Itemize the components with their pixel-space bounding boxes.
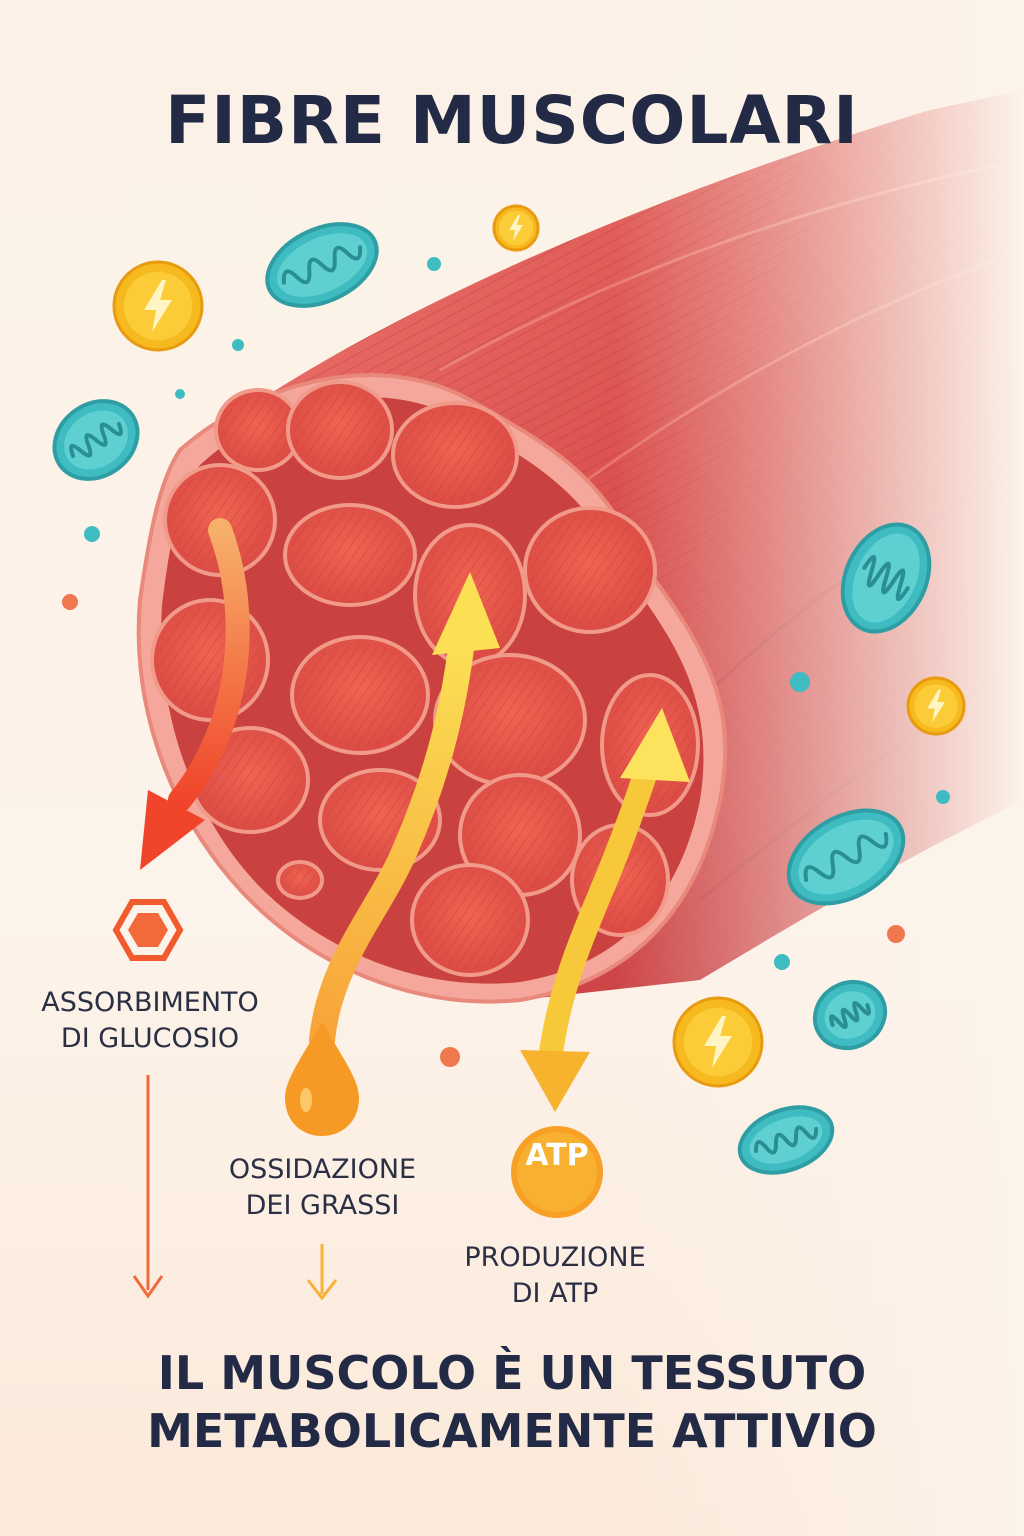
hexagon-glucose-icon bbox=[112, 899, 184, 961]
glucose-label-line-2: DI GLUCOSIO bbox=[60, 1023, 240, 1054]
atp-label: PRODUZIONE DI ATP bbox=[440, 1240, 670, 1312]
muscle-fiber-cell bbox=[391, 401, 519, 509]
glucose-down-arrow bbox=[132, 1075, 164, 1299]
glucose-uptake-arrow bbox=[140, 518, 250, 870]
mitochondrion-icon bbox=[840, 522, 932, 634]
muscle-fiber-cell bbox=[283, 503, 417, 607]
mitochondrion-icon bbox=[737, 1105, 835, 1175]
atp-production-arrow bbox=[520, 708, 690, 1112]
mitochondrion-icon bbox=[52, 399, 140, 481]
muscle-fiber-cell bbox=[214, 388, 302, 472]
page-title: FIBRE MUSCOLARI bbox=[165, 82, 859, 159]
particle-dot bbox=[175, 389, 185, 399]
muscle-fiber-cell bbox=[458, 773, 582, 897]
glucose-label: ASSORBIMENTO DI GLUCOSIO bbox=[30, 985, 270, 1057]
lightning-icon bbox=[492, 204, 540, 252]
atp-label-line-2: DI ATP bbox=[511, 1278, 599, 1309]
muscle-fiber-cell bbox=[276, 860, 324, 900]
muscle-fiber-cell bbox=[150, 598, 270, 722]
muscle-fiber-cell bbox=[410, 863, 530, 977]
particle-dot bbox=[232, 339, 244, 351]
bottom-caption-line-2: METABOLICAMENTE ATTIVIO bbox=[147, 1404, 877, 1458]
particle-dot bbox=[936, 790, 950, 804]
muscle-fiber-cell bbox=[523, 506, 657, 634]
fat-oxidation-arrow bbox=[309, 572, 500, 1053]
fat-label-line-1: OSSIDAZIONE bbox=[228, 1154, 417, 1185]
fat-label-line-2: DEI GRASSI bbox=[245, 1190, 400, 1221]
atp-badge-icon bbox=[511, 1126, 603, 1218]
mitochondrion-icon bbox=[786, 808, 906, 906]
particle-dot bbox=[62, 594, 78, 610]
fat-label: OSSIDAZIONE DEI GRASSI bbox=[205, 1152, 440, 1224]
muscle-fiber-cell bbox=[290, 635, 430, 755]
atp-badge-label: ATP bbox=[525, 1138, 589, 1173]
bottom-caption: IL MUSCOLO È UN TESSUTO METABOLICAMENTE … bbox=[0, 1344, 1024, 1460]
particle-dot bbox=[774, 954, 790, 970]
lightning-icon bbox=[672, 996, 764, 1088]
muscle-cross-section bbox=[136, 373, 728, 1004]
mitochondrion-icon bbox=[812, 979, 888, 1051]
glucose-label-line-1: ASSORBIMENTO bbox=[41, 987, 259, 1018]
fat-droplet-icon bbox=[285, 1022, 359, 1136]
bottom-caption-line-1: IL MUSCOLO È UN TESSUTO bbox=[157, 1346, 867, 1400]
atp-label-line-1: PRODUZIONE bbox=[464, 1242, 646, 1273]
particle-dot bbox=[427, 257, 441, 271]
particle-dot bbox=[790, 672, 810, 692]
particle-dot bbox=[84, 526, 100, 542]
particle-dot bbox=[440, 1047, 460, 1067]
muscle-fiber-cell bbox=[286, 380, 394, 480]
mitochondrion-icon bbox=[265, 222, 379, 308]
muscle-fiber-cell bbox=[433, 653, 587, 787]
lightning-icon bbox=[112, 260, 204, 352]
fat-down-arrow bbox=[306, 1244, 338, 1301]
particle-dot bbox=[887, 925, 905, 943]
lightning-icon bbox=[906, 676, 966, 736]
